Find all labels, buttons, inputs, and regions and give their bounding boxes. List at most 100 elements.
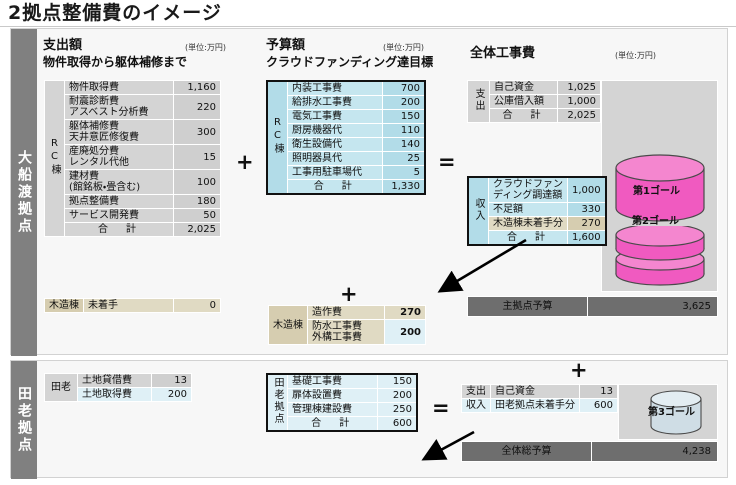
- cell-value: 270: [566, 216, 607, 231]
- cell-total-value: 1,600: [566, 230, 607, 246]
- table-row: RC棟 物件取得費 1,160: [44, 80, 221, 237]
- table-row-total: 合 計 1,330: [267, 179, 426, 195]
- cell-label: 内装工事費: [287, 80, 383, 96]
- row-side-label-income: 収入: [467, 176, 489, 246]
- table-row: 照明器具代 25: [267, 151, 426, 166]
- table-taro-land-body: 田老 土地貸借費 13 土地取得費 200: [44, 373, 192, 402]
- cell-value: 250: [376, 402, 418, 417]
- cell-value: 100: [173, 169, 221, 195]
- cell-value: 13: [579, 384, 618, 399]
- unit-shishutsu: (単位:万円): [185, 43, 226, 52]
- cell-total-label: 合 計: [488, 230, 568, 246]
- cell-label: 躯体補修費 天井意匠修復費: [64, 119, 174, 145]
- row-side-label-income-taro: 収入: [461, 398, 491, 413]
- table-main-summary: 主拠点予算 3,625: [467, 296, 718, 317]
- table-taro-works-body: 田老拠点 基礎工事費 150 扉体設置費 200 管理棟建設費 250 合 計 …: [266, 373, 418, 432]
- goal2-cylinder-icon: [615, 226, 705, 286]
- summary-row: 主拠点予算 3,625: [467, 296, 718, 317]
- cell-total-value: 600: [376, 416, 418, 432]
- cell-label: 未着手: [83, 298, 174, 313]
- header-zentai-line1: 全体工事費: [470, 46, 536, 61]
- grand-summary-label: 全体総予算: [461, 441, 592, 462]
- header-shishutsu: 支出額 物件取得から躯体補修まで: [43, 38, 187, 70]
- goal3-cylinder-icon: [650, 390, 702, 435]
- row-side-label-taro-works: 田老拠点: [266, 373, 288, 432]
- cell-value: 13: [151, 373, 192, 388]
- table-row: 公庫借入額 1,000: [468, 94, 601, 109]
- table-row: サービス開発費 50: [45, 208, 221, 223]
- goal1-label: 第1ゴール: [633, 186, 680, 197]
- cell-label: 耐震診断費 アスベスト分析費: [64, 94, 174, 120]
- cell-label: 照明器具代: [287, 151, 383, 166]
- table-taro-land: 田老 土地貸借費 13 土地取得費 200: [44, 373, 192, 402]
- table-expense-rc-body: RC棟 物件取得費 1,160 耐震診断費 アスベスト分析費 220 躯体補修費…: [44, 80, 221, 237]
- table-row: 田老 土地貸借費 13: [44, 373, 192, 402]
- goal3-label: 第3ゴール: [648, 407, 695, 418]
- cell-total-value: 2,025: [557, 108, 601, 123]
- unit-yosan: (単位:万円): [383, 43, 424, 52]
- operator-equals-1: =: [438, 150, 456, 174]
- table-row: 収入 クラウドファン ディング調達額 1,000: [467, 176, 607, 246]
- table-row: 木造棟 未着手 0: [44, 298, 221, 313]
- cell-total-label: 合 計: [287, 416, 378, 432]
- table-taro-total-body: 支出 自己資金 13 収入 田老拠点未着手分 600: [461, 384, 618, 413]
- cell-total-label: 合 計: [489, 108, 558, 123]
- cell-label: 不足額: [488, 202, 568, 217]
- cell-value: 700: [381, 80, 426, 96]
- cell-value: 0: [173, 298, 221, 313]
- table-row: 衛生設備代 140: [267, 137, 426, 152]
- table-row: 耐震診断費 アスベスト分析費 220: [45, 94, 221, 120]
- grand-summary-value: 4,238: [591, 441, 718, 462]
- table-row: 不足額 330: [468, 202, 607, 217]
- table-row: 田老拠点 基礎工事費 150: [266, 373, 418, 432]
- table-row: 収入 田老拠点未着手分 600: [461, 398, 618, 413]
- table-row-highlight: 木造棟未着手分 270: [468, 216, 607, 231]
- table-total-works-body: 支出 自己資金 1,025 公庫借入額 1,000 合 計 2,025: [467, 80, 601, 123]
- summary-value: 3,625: [587, 296, 718, 317]
- table-row: 電気工事費 150: [267, 109, 426, 124]
- table-taro-works: 田老拠点 基礎工事費 150 扉体設置費 200 管理棟建設費 250 合 計 …: [266, 373, 418, 432]
- row-side-label-rc-budget: RC棟: [266, 80, 288, 195]
- summary-row: 全体総予算 4,238: [461, 441, 718, 462]
- cell-total-label: 合 計: [64, 222, 174, 237]
- table-total-works: 支出 自己資金 1,025 公庫借入額 1,000 合 計 2,025: [467, 80, 601, 123]
- table-row-total: 合 計 600: [267, 416, 418, 432]
- table-row: 木造棟 造作費 270: [268, 305, 426, 345]
- table-row-total: 合 計 2,025: [468, 108, 601, 123]
- table-row: 支出 自己資金 13: [461, 384, 618, 399]
- table-row: 扉体設置費 200: [267, 388, 418, 403]
- cell-value: 50: [173, 208, 221, 223]
- table-row: 支出 自己資金 1,025: [467, 80, 601, 123]
- cell-label: 衛生設備代: [287, 137, 383, 152]
- cell-value: 270: [384, 305, 426, 320]
- table-expense-wood: 木造棟 未着手 0: [44, 298, 221, 313]
- cell-label: 公庫借入額: [489, 94, 558, 109]
- cell-value: 1,025: [557, 80, 601, 95]
- cell-label: 電気工事費: [287, 109, 383, 124]
- page-title: 2拠点整備費のイメージ: [8, 2, 222, 24]
- row-side-label-taro: 田老: [44, 373, 78, 402]
- header-yosan: 予算額 クラウドファンディング達目標: [266, 38, 433, 70]
- operator-plus-2: +: [340, 282, 358, 306]
- cell-value: 200: [376, 388, 418, 403]
- cell-label: 管理棟建設費: [287, 402, 378, 417]
- cell-value: 150: [381, 109, 426, 124]
- cell-label: 木造棟未着手分: [488, 216, 568, 231]
- row-side-label-rc: RC棟: [44, 80, 65, 237]
- cell-label: 建材費 (館銘板・畳含む): [64, 169, 174, 195]
- table-row: 拠点整備費 180: [45, 194, 221, 209]
- table-budget-rc-body: RC棟 内装工事費 700 給排水工事費 200 電気工事費 150 厨房機器代…: [266, 80, 426, 195]
- cell-value: 150: [376, 373, 418, 389]
- cell-value: 200: [151, 387, 192, 402]
- row-side-label-expense: 支出: [467, 80, 490, 123]
- summary-label: 主拠点予算: [467, 296, 588, 317]
- cell-value: 1,000: [566, 176, 607, 203]
- operator-plus-1: +: [236, 150, 254, 174]
- cell-label: 物件取得費: [64, 80, 174, 95]
- table-budget-wood: 木造棟 造作費 270 防水工事費 外構工事費 200: [268, 305, 426, 345]
- cell-value: 140: [381, 137, 426, 152]
- cell-total-value: 1,330: [381, 179, 426, 195]
- cell-value: 1,160: [173, 80, 221, 95]
- header-shishutsu-line1: 支出額: [43, 38, 83, 53]
